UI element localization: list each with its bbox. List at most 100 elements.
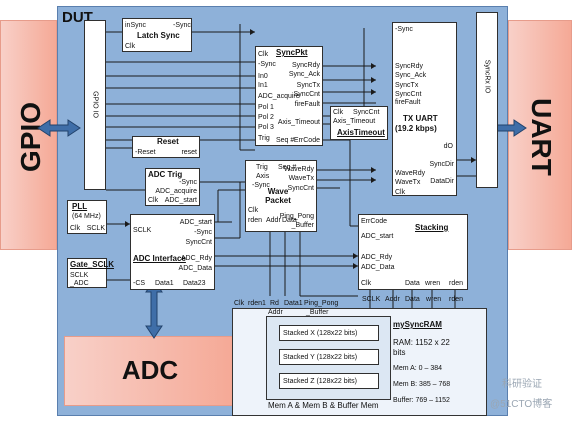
syncpkt-out-errcode: ErrCode: [293, 137, 320, 144]
tx-uart-in-synctx: SyncTx: [395, 82, 419, 89]
tx-uart-in-synccnt: SyncCnt: [395, 91, 422, 98]
stacking-in-errcode: ErrCode: [361, 218, 388, 225]
latch-sync-title: Latch Sync: [137, 31, 180, 40]
syncpkt-out-syncrdy: SyncRdy: [291, 62, 320, 69]
adc-if-out-synccnt: SyncCnt: [185, 239, 212, 246]
stacking-port-clk: Clk: [361, 280, 372, 287]
wave-packet-title: Wave Packet: [265, 187, 291, 205]
latch-sync-port-clk: Clk: [125, 43, 136, 50]
tx-uart-block: -Sync SyncRdy Sync_Ack SyncTx SyncCnt fi…: [392, 22, 457, 196]
gate-sclk-port-sclk: SCLK: [70, 272, 89, 279]
tx-uart-in-waverdy: WaveRdy: [395, 170, 426, 177]
stacking-bus-wren: wren: [426, 296, 442, 303]
wave-packet-out-buffer: _Buffer: [291, 222, 314, 229]
stacking-title: Stacking: [415, 223, 449, 232]
adc-trig-port-sync: -Sync: [179, 179, 197, 186]
stacking-block: ErrCode Stacking ADC_start ADC_Rdy ADC_D…: [358, 214, 468, 290]
mysyncram-mem-a: Mem A: 0 – 384: [393, 365, 443, 372]
stacked-z-block: Stacked Z (128x22 bits): [279, 373, 379, 389]
adc-if-port-sclk: SCLK: [133, 227, 152, 234]
adc-if-title: ADC Interface: [133, 254, 186, 263]
axistimeout-port-clk: Clk: [333, 109, 344, 116]
reset-title: Reset: [157, 137, 179, 146]
adc-if-port-cs: -CS: [133, 280, 146, 287]
wave-packet-block: Trig Seq # Axis -Sync WaveRdy WaveTx Syn…: [245, 160, 317, 232]
gate-sclk-title: Gate_SCLK: [70, 260, 115, 269]
adc-trig-title: ADC Trig: [148, 170, 183, 179]
tx-uart-out-do: dO: [443, 143, 453, 150]
latch-sync-port-insync: inSync: [125, 22, 147, 29]
stacked-y-block: Stacked Y (128x22 bits): [279, 349, 379, 365]
syncpkt-block: SyncPkt Clk -Sync In0 In1 ADC_acquire Po…: [255, 46, 323, 146]
latch-sync-port-sync: -Sync: [173, 22, 191, 29]
wave-packet-in-seq: Seq #: [278, 164, 297, 171]
mysyncram-buffer: Buffer: 769 – 1152: [393, 397, 450, 404]
tx-uart-in-wavetx: WaveTx: [395, 179, 421, 186]
tx-uart-in-clk: Clk: [395, 189, 406, 196]
wave-packet-in-sync: -Sync: [252, 182, 270, 189]
latch-sync-block: inSync -Sync Latch Sync Clk: [122, 18, 192, 52]
ram-port-rden1: rden1: [248, 300, 266, 307]
ram-port-rd: Rd: [270, 300, 279, 307]
mem-group-label: Mem A & Mem B & Buffer Mem: [268, 401, 379, 410]
gpio-block: GPIO: [0, 20, 57, 250]
pll-title: PLL: [72, 202, 88, 211]
syncpkt-in-trig: Trig: [258, 135, 270, 142]
stacking-in-adc-start: ADC_start: [361, 233, 394, 240]
syncpkt-in-pol1: Pol 1: [258, 104, 274, 111]
stacking-bus-addr: Addr: [385, 296, 400, 303]
ram-port-data1: Data1: [284, 300, 303, 307]
adc-if-out-adc-start: ADC_start: [179, 219, 212, 226]
adc-if-out-adc-rdy: ADC_Rdy: [180, 255, 212, 262]
stacking-in-adc-data: ADC_Data: [361, 264, 395, 271]
syncpkt-in-adc-acquire: ADC_acquire: [258, 93, 300, 100]
reset-block: Reset -Reset reset: [132, 136, 200, 158]
adc-label: ADC: [121, 355, 179, 385]
wave-packet-out-wavetx: WaveTx: [288, 175, 314, 182]
adc-interface-block: ADC_start SCLK -Sync SyncCnt ADC Interfa…: [130, 214, 215, 290]
syncpkt-out-firefault: fireFault: [294, 101, 320, 108]
tx-uart-out-syncdir: SyncDir: [429, 161, 454, 168]
stacked-memory-group: Stacked X (128x22 bits) Stacked Y (128x2…: [266, 316, 391, 400]
axistimeout-title: AxisTimeout: [337, 128, 385, 137]
adc-if-out-sync: -Sync: [194, 229, 212, 236]
syncpkt-in-pol3: Pol 3: [258, 124, 274, 131]
mysyncram-title: mySyncRAM: [393, 320, 442, 329]
tx-uart-in-syncrdy: SyncRdy: [395, 63, 424, 70]
syncpkt-in-sync: -Sync: [258, 61, 276, 68]
ram-port-ping-pong: Ping_Pong: [304, 300, 339, 307]
stacking-bus-sclk: SCLK: [362, 296, 381, 303]
pll-port-clk: Clk: [70, 225, 81, 232]
tx-uart-in-sync-ack: Sync_Ack: [395, 72, 427, 79]
syncpkt-in-in0: In0: [258, 73, 268, 80]
stacking-port-rden: rden: [449, 280, 464, 287]
reset-port-neg-reset: -Reset: [135, 149, 156, 156]
syncpkt-in-clk: Clk: [258, 51, 269, 58]
syncrx-io-label: SyncRx IO: [483, 59, 491, 94]
wave-packet-in-axis: Axis: [256, 173, 270, 180]
tx-uart-out-datadir: DataDir: [430, 178, 454, 185]
axistimeout-port-axis-timeout: Axis_Timeout: [333, 118, 376, 125]
pll-subtitle: (64 MHz): [72, 213, 101, 220]
wave-packet-port-data: Data: [282, 217, 297, 224]
stacking-port-wren: wren: [425, 280, 441, 287]
stacked-x-block: Stacked X (128x22 bits): [279, 325, 379, 341]
gpio-io-label: GPIO IO: [91, 91, 99, 118]
mysyncram-ram-line1: RAM: 1152 x 22: [393, 338, 450, 347]
syncpkt-out-seq: Seq #: [276, 137, 295, 144]
stacking-bus-rden: rden: [449, 296, 464, 303]
gpio-io-block: GPIO IO: [84, 20, 106, 190]
syncpkt-out-synccnt: SyncCnt: [293, 91, 320, 98]
syncpkt-in-pol2: Pol 2: [258, 114, 274, 121]
stacking-port-data: Data: [405, 280, 420, 287]
syncpkt-in-in1: In1: [258, 82, 268, 89]
stacked-x-label: Stacked X (128x22 bits): [283, 330, 358, 337]
syncpkt-out-sync-ack: Sync_Ack: [288, 71, 320, 78]
adc-block: ADC: [64, 336, 234, 406]
stacked-y-label: Stacked Y (128x22 bits): [283, 354, 358, 361]
tx-uart-in-sync: -Sync: [395, 26, 413, 33]
syncpkt-out-synctx: SyncTx: [296, 82, 320, 89]
wave-packet-out-ping-pong: Ping_Pong: [279, 213, 314, 220]
ram-port-buffer: _Buffer: [306, 309, 329, 316]
adc-if-port-data23: Data23: [183, 280, 206, 287]
